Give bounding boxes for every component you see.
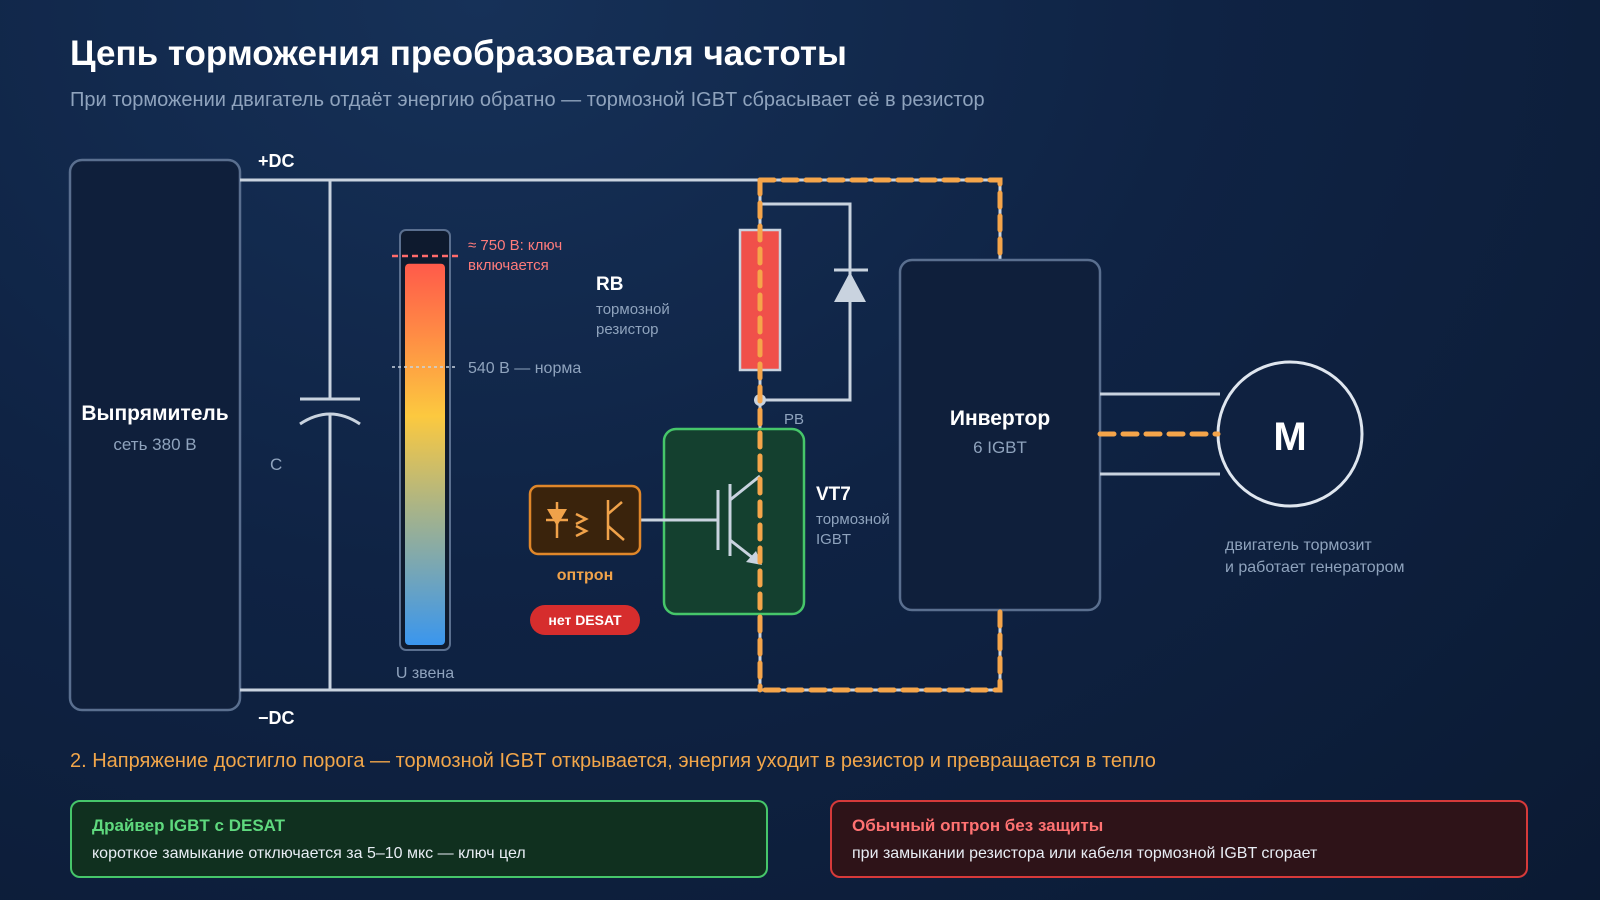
desat-driver-text: короткое замыкание отключается за 5–10 м… bbox=[92, 845, 526, 862]
optocoupler-label: оптрон bbox=[557, 567, 613, 584]
rectifier-block: Выпрямитель сеть 380 В bbox=[68, 158, 242, 712]
motor-symbol: M bbox=[1273, 415, 1306, 459]
rectifier-label: Выпрямитель bbox=[81, 402, 228, 425]
braking-current-path bbox=[757, 177, 1221, 693]
gauge-label: U звена bbox=[396, 665, 454, 682]
igbt-sub-line1: тормозной bbox=[816, 511, 890, 528]
gauge-level-fill bbox=[405, 263, 445, 645]
dc-link-voltage-gauge bbox=[392, 229, 458, 651]
plus-dc-label: +DC bbox=[258, 151, 295, 171]
capacitor-symbol bbox=[299, 180, 361, 690]
pb-node-label: PB bbox=[784, 411, 804, 428]
freewheel-diode bbox=[834, 268, 868, 302]
resistor-sub-line1: тормозной bbox=[596, 301, 670, 318]
desat-driver-title: Драйвер IGBT с DESAT bbox=[92, 816, 286, 835]
resistor-sub-line2: резистор bbox=[596, 321, 659, 338]
no-desat-badge-text: нет DESAT bbox=[548, 612, 622, 628]
capacitor-label: C bbox=[270, 455, 282, 474]
brake-igbt bbox=[640, 427, 806, 616]
optocoupler-led-icon bbox=[547, 509, 567, 526]
page-subtitle: При торможении двигатель отдаёт энергию … bbox=[70, 89, 985, 111]
igbt-symbol bbox=[640, 474, 761, 560]
threshold-label-line2: включается bbox=[468, 257, 549, 274]
no-desat-badge: нет DESAT bbox=[530, 605, 640, 635]
threshold-label-line1: ≈ 750 В: ключ bbox=[468, 237, 562, 254]
resistor-name: RB bbox=[596, 274, 623, 295]
minus-dc-label: −DC bbox=[258, 708, 295, 728]
motor-phase-wires bbox=[1100, 392, 1220, 476]
optocoupler bbox=[528, 484, 642, 556]
page-title: Цепь торможения преобразователя частоты bbox=[70, 34, 847, 73]
motor: M bbox=[1216, 360, 1364, 508]
motor-caption-line1: двигатель тормозит bbox=[1225, 537, 1372, 554]
nominal-label: 540 В — норма bbox=[468, 360, 581, 377]
motor-caption-line2: и работает генератором bbox=[1225, 559, 1404, 576]
inverter-label: Инвертор bbox=[950, 407, 1050, 430]
plain-optocoupler-text: при замыкании резистора или кабеля тормо… bbox=[852, 845, 1318, 862]
rectifier-sublabel: сеть 380 В bbox=[113, 435, 196, 454]
igbt-name: VT7 bbox=[816, 484, 851, 505]
inverter-sublabel: 6 IGBT bbox=[973, 438, 1027, 457]
plain-optocoupler-card: Обычный оптрон без защиты при замыкании … bbox=[830, 800, 1528, 878]
inverter-block: Инвертор 6 IGBT bbox=[898, 258, 1102, 612]
desat-driver-card: Драйвер IGBT с DESAT короткое замыкание … bbox=[70, 800, 768, 878]
step-description: 2. Напряжение достигло порога — тормозно… bbox=[70, 750, 1156, 772]
plain-optocoupler-title: Обычный оптрон без защиты bbox=[852, 816, 1104, 835]
igbt-sub-line2: IGBT bbox=[816, 531, 851, 548]
optocoupler-icon bbox=[546, 500, 625, 541]
dc-bus-wires bbox=[240, 178, 760, 692]
